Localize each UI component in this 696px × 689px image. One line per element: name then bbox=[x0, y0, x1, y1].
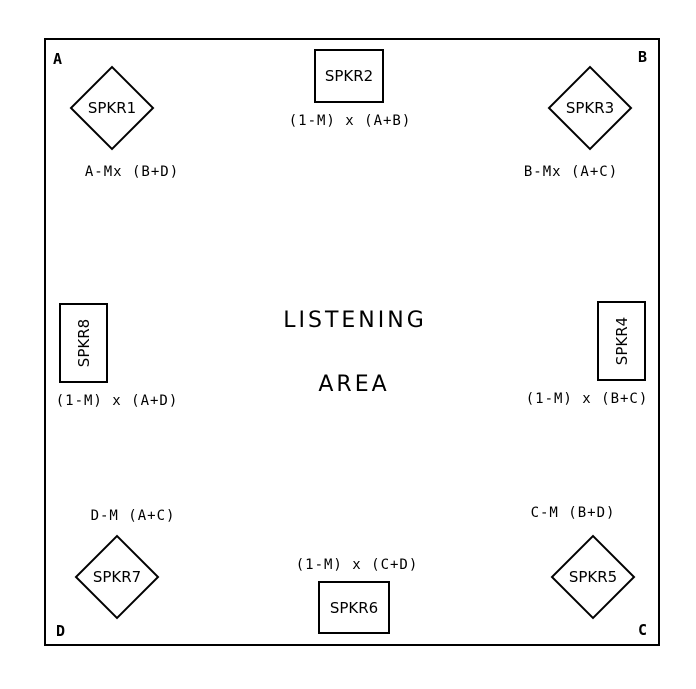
corner-label-a: A bbox=[53, 50, 63, 68]
corner-label-b: B bbox=[638, 48, 648, 66]
speaker-1-formula: A-Mx (B+D) bbox=[84, 164, 180, 180]
speaker-6-formula: (1-M) x (C+D) bbox=[295, 557, 419, 573]
speaker-2-formula: (1-M) x (A+B) bbox=[288, 113, 412, 129]
speaker-7-formula: D-M (A+C) bbox=[90, 508, 176, 524]
listening-area-frame bbox=[44, 38, 660, 646]
speaker-6-box: SPKR6 bbox=[318, 581, 390, 634]
speaker-7-label: SPKR7 bbox=[92, 568, 142, 586]
speaker-5-label: SPKR5 bbox=[568, 568, 618, 586]
listening-label: LISTENING bbox=[283, 308, 427, 333]
speaker-3-formula: B-Mx (A+C) bbox=[523, 164, 619, 180]
speaker-8-box: SPKR8 bbox=[59, 303, 108, 383]
speaker-8-formula: (1-M) x (A+D) bbox=[55, 393, 179, 409]
speaker-1-label: SPKR1 bbox=[87, 99, 137, 117]
speaker-4-label: SPKR4 bbox=[612, 316, 631, 366]
area-label: AREA bbox=[318, 372, 390, 397]
speaker-4-formula: (1-M) x (B+C) bbox=[525, 391, 649, 407]
speaker-2-box: SPKR2 bbox=[314, 49, 384, 103]
speaker-2-label: SPKR2 bbox=[324, 67, 374, 85]
speaker-5-formula: C-M (B+D) bbox=[530, 505, 616, 521]
corner-label-d: D bbox=[56, 622, 66, 640]
corner-label-c: C bbox=[638, 621, 648, 639]
speaker-8-label: SPKR8 bbox=[74, 318, 93, 368]
speaker-3-label: SPKR3 bbox=[565, 99, 615, 117]
speaker-4-box: SPKR4 bbox=[597, 301, 646, 381]
speaker-6-label: SPKR6 bbox=[329, 598, 379, 617]
